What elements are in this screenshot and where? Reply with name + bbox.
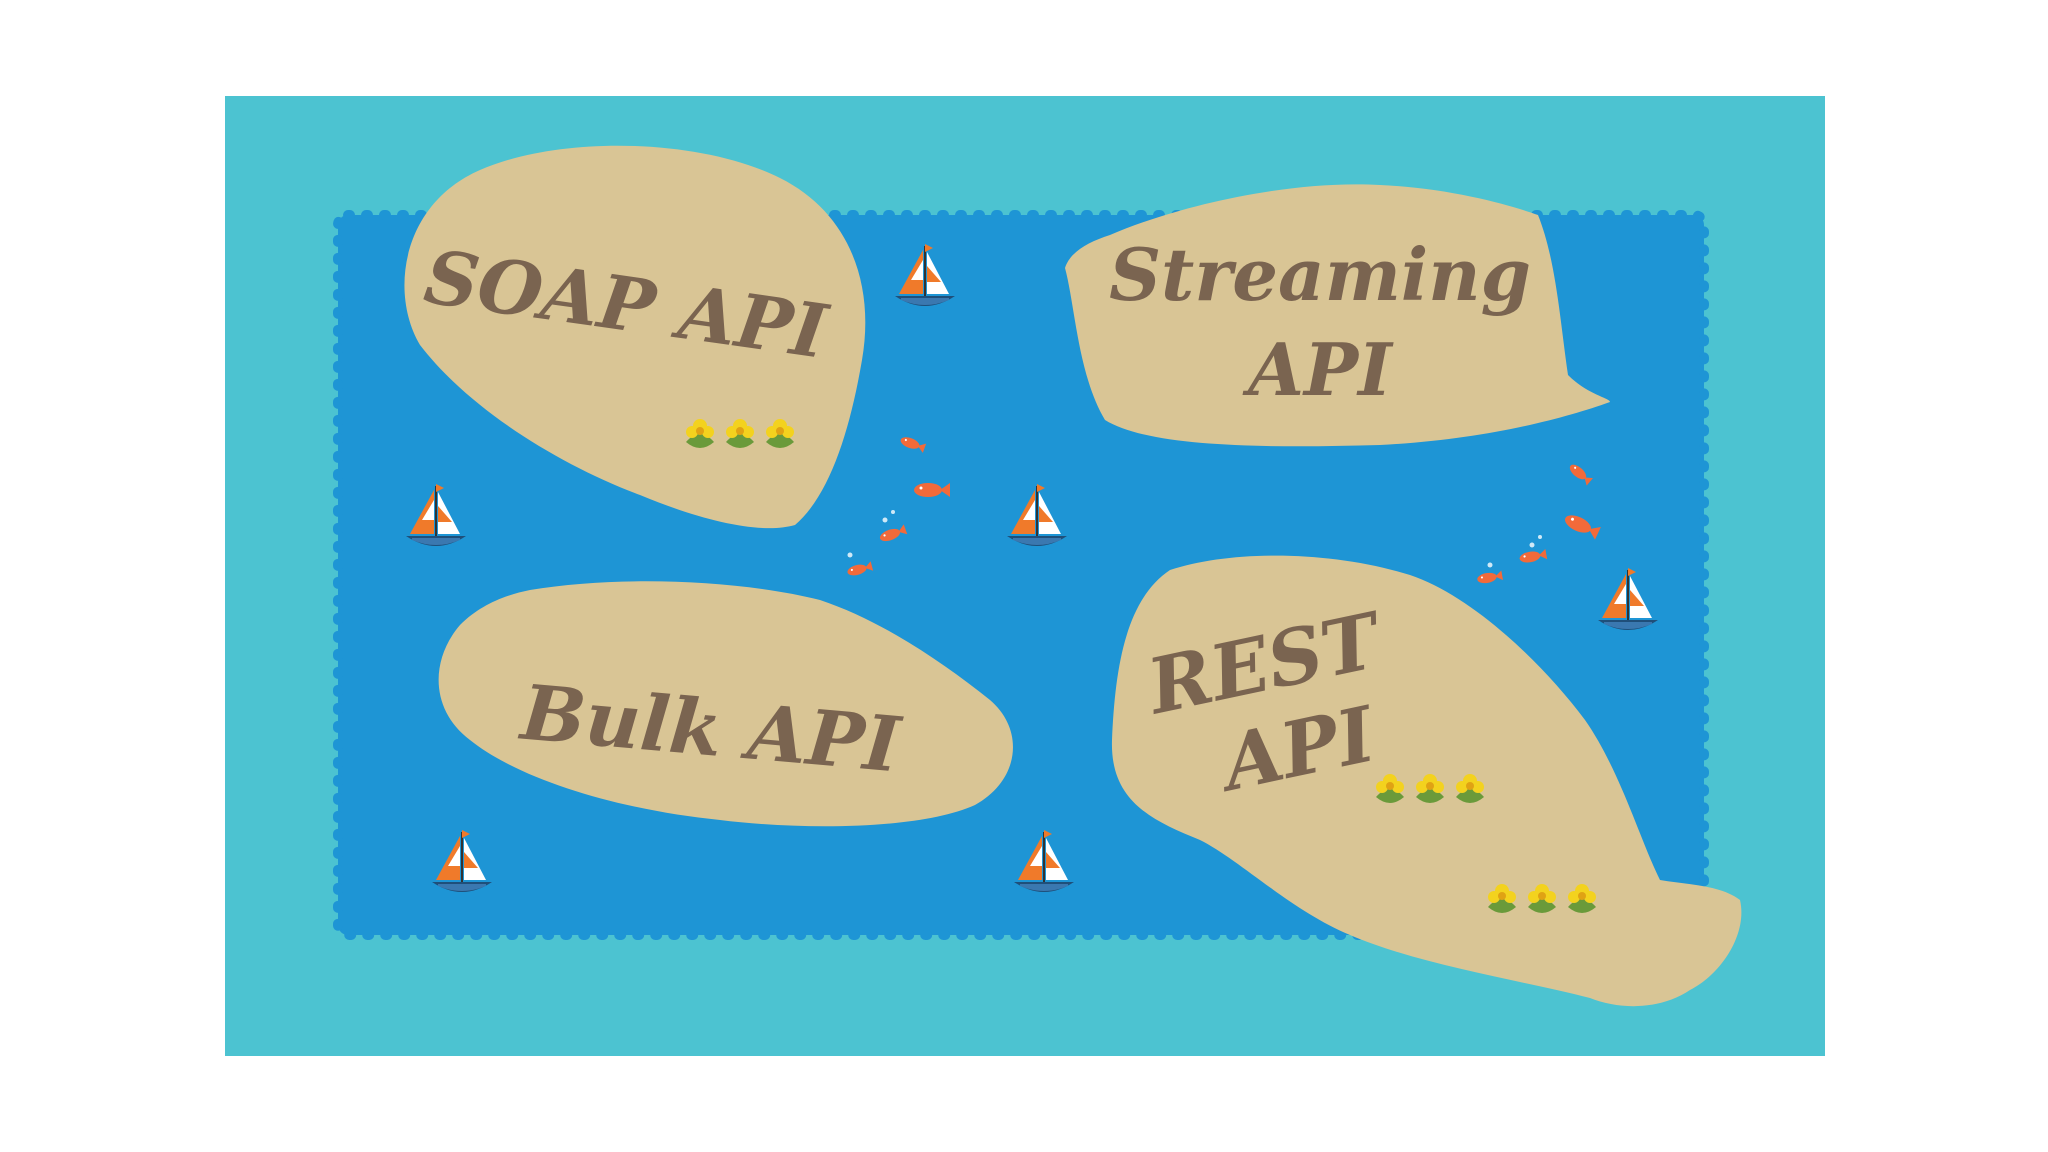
island-bulk: Bulk API xyxy=(438,581,1013,827)
island-streaming-label-1: Streaming xyxy=(1109,232,1531,317)
flower-cluster-icon xyxy=(686,419,794,448)
island-streaming-label-2: API xyxy=(1242,327,1394,412)
island-soap: SOAP API xyxy=(404,145,866,529)
island-streaming: Streaming API xyxy=(1065,184,1610,447)
fish-school-center xyxy=(846,435,950,578)
flower-cluster-icon xyxy=(1376,774,1484,803)
fish-school-right xyxy=(1476,461,1601,585)
island-rest: REST API xyxy=(1111,555,1742,1007)
flower-cluster-icon xyxy=(1488,884,1596,913)
